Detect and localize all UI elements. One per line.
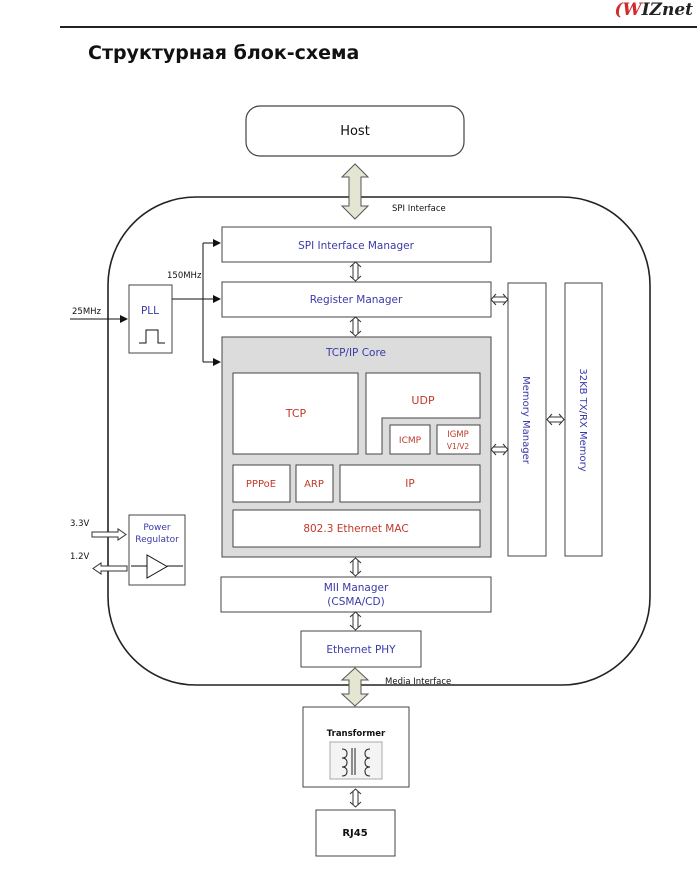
pll-label: PLL (141, 305, 159, 317)
power-label-line2: Regulator (135, 535, 179, 545)
v33-label: 3.3V (70, 519, 90, 529)
arp-label: ARP (304, 479, 324, 490)
wiznet-logo: (WIZnet (614, 0, 693, 20)
register-manager-label: Register Manager (310, 294, 403, 306)
icmp-block (389, 424, 431, 455)
memory-manager-label: Memory Manager (520, 376, 531, 465)
pppoe-block (232, 464, 291, 503)
spi-bus-arrow (340, 163, 370, 220)
header-rule (60, 26, 697, 28)
core-mem-connector (490, 443, 509, 456)
regulator-symbol (131, 554, 183, 579)
ip-block (339, 464, 481, 503)
tcp-block (232, 372, 359, 455)
transformer-symbol (329, 741, 383, 780)
mii-label-line1: MII Manager (324, 582, 389, 594)
udp-label: UDP (411, 394, 435, 407)
ip-label: IP (405, 478, 414, 490)
page-title: Структурная блок-схема (88, 42, 360, 64)
v33-input-arrow (91, 528, 127, 541)
core-mii-connector (349, 557, 362, 577)
ethernet-phy-label: Ethernet PHY (326, 644, 396, 656)
igmp-label-line1: IGMP (447, 430, 469, 440)
icmp-label: ICMP (399, 436, 422, 446)
clock-150-label: 150MHz (167, 271, 202, 281)
mii-label-line2: (CSMA/CD) (327, 596, 384, 608)
spi-manager-block (221, 226, 492, 263)
spi-manager-label: SPI Interface Manager (298, 240, 414, 252)
clock-distribution (172, 239, 221, 366)
media-interface-label: Media Interface (385, 677, 451, 687)
reg-mem-connector (490, 293, 509, 306)
memory-label: 32KB TX/RX Memory (577, 368, 588, 471)
reg-core-connector (349, 316, 362, 337)
power-label-line1: Power (143, 523, 171, 533)
igmp-label-line2: V1/V2 (447, 442, 470, 451)
transformer-label: Transformer (327, 729, 386, 739)
spi-reg-connector (349, 261, 362, 282)
udp-block (365, 372, 481, 455)
spi-interface-label: SPI Interface (392, 204, 446, 214)
media-bus-arrow (340, 667, 370, 707)
arp-block (295, 464, 334, 503)
tcp-label: TCP (285, 407, 307, 420)
host-label: Host (340, 124, 370, 139)
pll-block (128, 284, 173, 354)
rj45-label: RJ45 (342, 828, 367, 839)
ethernet-phy-block (300, 630, 422, 668)
transformer-rj45-connector (349, 788, 362, 808)
memory-manager-block (507, 282, 547, 557)
igmp-block (436, 424, 481, 455)
rj45-block (315, 809, 396, 857)
mii-phy-connector (349, 611, 362, 631)
ethernet-mac-block (232, 509, 481, 548)
host-block (245, 105, 465, 157)
tcpip-core-label: TCP/IP Core (325, 347, 386, 359)
power-regulator-block (128, 514, 186, 586)
v12-output-arrow (92, 562, 128, 575)
v12-label: 1.2V (70, 552, 90, 562)
pppoe-label: PPPoE (246, 479, 276, 490)
pll-clock-waveform (139, 329, 165, 344)
memory-block (564, 282, 603, 557)
clock-25-label: 25MHz (72, 307, 102, 317)
mm-memory-connector (546, 413, 565, 426)
ethernet-mac-label: 802.3 Ethernet MAC (303, 523, 408, 535)
